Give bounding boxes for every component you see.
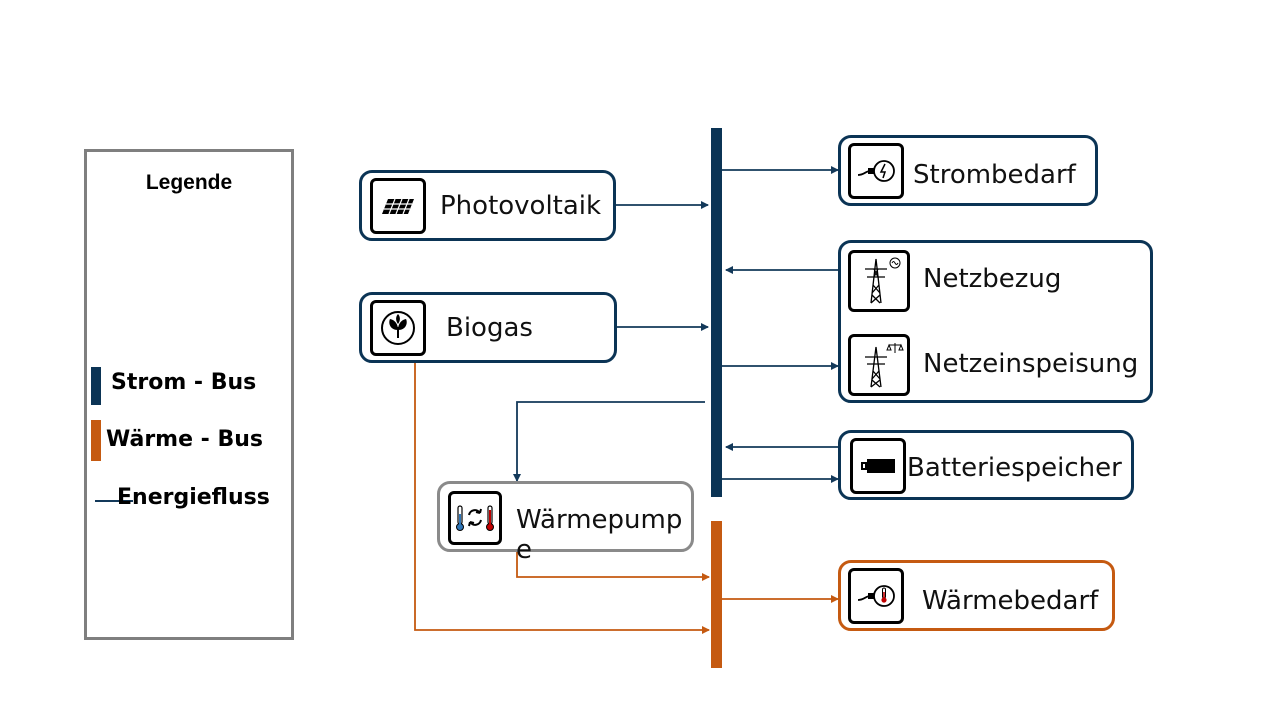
legend-strom-bus-swatch <box>91 367 101 405</box>
waermebedarf-label: Wärmebedarf <box>922 586 1099 616</box>
node-waermebedarf: Wärmebedarf <box>838 560 1115 631</box>
netzeinspeisung-label: Netzeinspeisung <box>923 349 1139 379</box>
node-biogas: Biogas <box>359 292 617 363</box>
biogas-label: Biogas <box>446 313 533 343</box>
legend-waerme-bus-label: Wärme - Bus <box>106 427 263 452</box>
legend-energiefluss-line <box>95 500 133 502</box>
node-photovoltaik: Photovoltaik <box>359 170 616 241</box>
legend-energiefluss-label: Energiefluss <box>117 485 270 510</box>
power-pylon-icon <box>848 250 910 312</box>
legend-box: Legende Strom - Bus Wärme - Bus Energief… <box>84 149 294 640</box>
waerme-bus <box>711 521 722 668</box>
thermometer-plug-icon <box>848 568 904 624</box>
photovoltaik-label: Photovoltaik <box>440 191 602 221</box>
strom-bus <box>711 128 722 497</box>
legend-strom-bus-label: Strom - Bus <box>111 370 257 395</box>
node-netz: Netzbezug Netzeinspeisung <box>838 240 1153 403</box>
power-pylon-feed-in-icon <box>848 334 910 396</box>
power-plug-icon <box>848 143 904 199</box>
strombedarf-label: Strombedarf <box>913 160 1076 190</box>
netzbezug-label: Netzbezug <box>923 264 1062 294</box>
biogas-plant-icon <box>370 300 426 356</box>
flow-biogas-to-waerme-bus <box>414 362 710 634</box>
solar-panel-icon <box>370 178 426 234</box>
legend-waerme-bus-swatch <box>91 420 101 461</box>
node-waermepumpe: Wärmepumpe <box>437 481 694 565</box>
node-batteriespeicher: Batteriespeicher <box>838 430 1134 500</box>
node-strombedarf: Strombedarf <box>838 135 1098 206</box>
flow-strom-bus-to-waermepumpe <box>513 401 705 482</box>
battery-icon <box>850 438 906 494</box>
heat-pump-icon <box>448 491 502 545</box>
batteriespeicher-label: Batteriespeicher <box>907 453 1122 483</box>
flow-waermepumpe-to-waerme-bus <box>516 551 710 581</box>
legend-title: Legende <box>145 171 233 194</box>
waermepumpe-label: Wärmepumpe <box>516 505 683 565</box>
